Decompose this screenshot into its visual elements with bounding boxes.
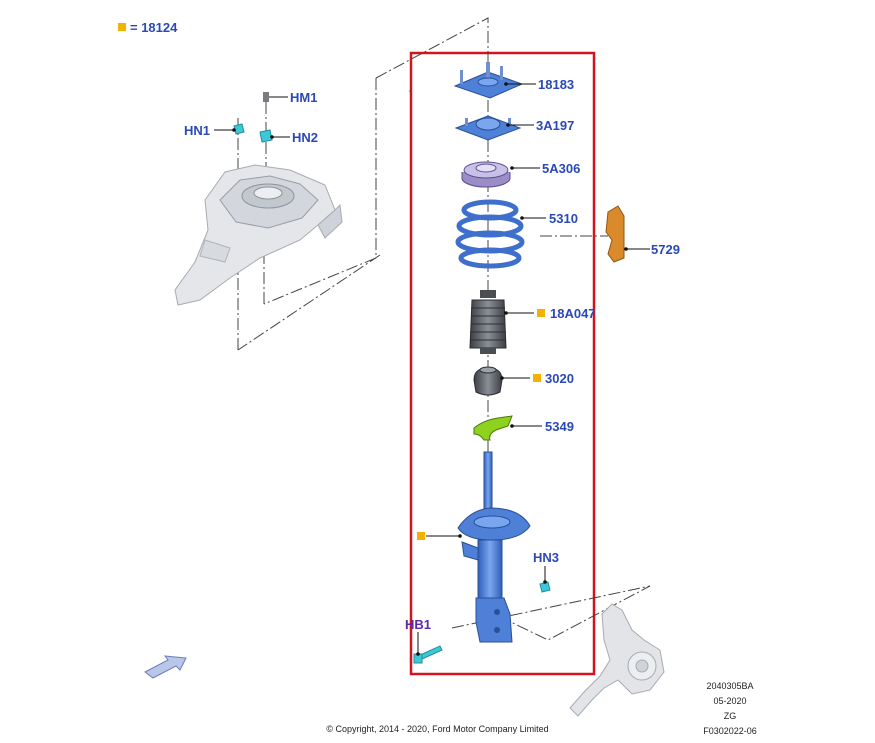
callout-hm1: HM1: [290, 90, 317, 105]
part-18a047-dust-boot: [469, 290, 507, 354]
marker-18a047-icon: [537, 309, 545, 317]
copyright-notice: © Copyright, 2014 - 2020, Ford Motor Com…: [326, 724, 549, 734]
info-zg: ZG: [724, 711, 737, 721]
callout-3a197: 3A197: [536, 118, 574, 133]
part-3020-bump-stop: [473, 366, 503, 396]
part-strut-shock-absorber: [457, 451, 531, 643]
callout-hn2: HN2: [292, 130, 318, 145]
steering-knuckle-illustration: [569, 603, 665, 717]
navigation-arrow-icon: [144, 655, 187, 679]
legend-marker-label: = 18124: [130, 20, 178, 35]
part-3a197-bearing: [454, 115, 522, 141]
info-date: 05-2020: [713, 696, 746, 706]
callout-hn3: HN3: [533, 550, 559, 565]
part-5a306-spring-seat: [461, 161, 511, 188]
part-5310-coil-spring: [455, 199, 525, 269]
callout-18183: 18183: [538, 77, 574, 92]
info-code: 2040305BA: [706, 681, 753, 691]
marker-strut-icon: [417, 532, 425, 540]
assembly-lines: [237, 17, 651, 641]
callout-5729: 5729: [651, 242, 680, 257]
part-5349-bracket: [473, 415, 513, 441]
callout-3020: 3020: [545, 371, 574, 386]
hn1-nut-icon: [233, 123, 245, 135]
part-18183-top-mount: [453, 62, 524, 99]
marker-3020-icon: [533, 374, 541, 382]
callout-hb1: HB1: [405, 617, 431, 632]
hm1-fastener: [263, 92, 269, 102]
hb1-bolt-icon: [413, 645, 443, 664]
part-5729-bracket: [605, 205, 625, 263]
strut-tower-illustration: [174, 164, 343, 306]
callout-5310: 5310: [549, 211, 578, 226]
hn2-nut-icon: [259, 129, 273, 143]
callout-18a047: 18A047: [550, 306, 596, 321]
callout-5a306: 5A306: [542, 161, 580, 176]
callout-5349: 5349: [545, 419, 574, 434]
callout-hn1: HN1: [184, 123, 210, 138]
legend-marker-icon: [118, 23, 126, 31]
highlight-frame: [409, 51, 596, 676]
info-figure: F0302022-06: [703, 726, 757, 736]
